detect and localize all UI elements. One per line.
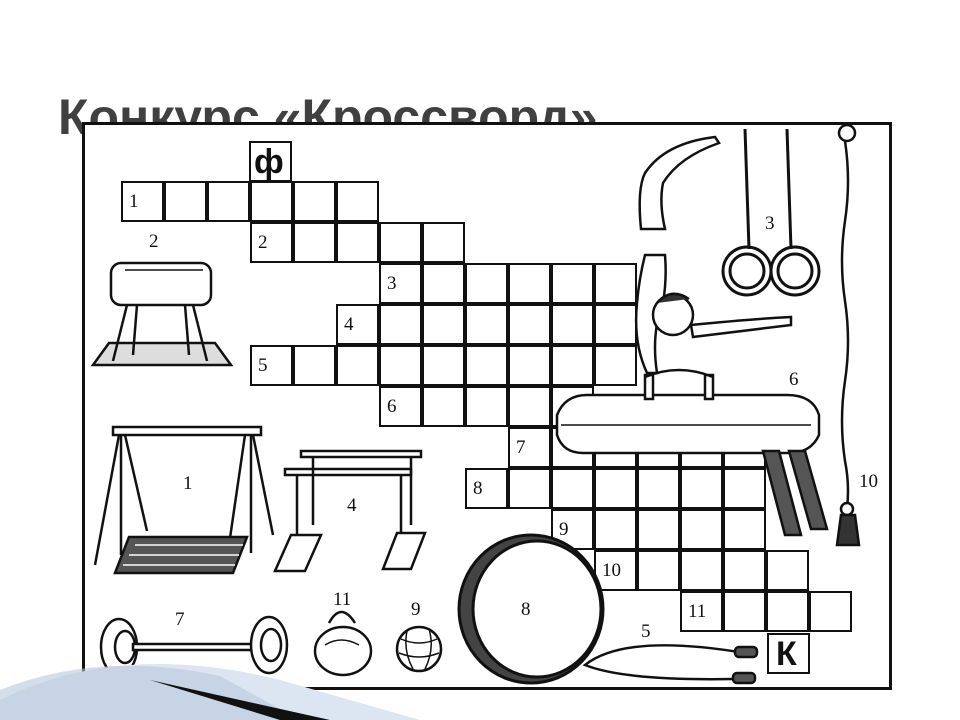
climbing-rope-icon [835,125,861,547]
label-jump-rope: 5 [641,621,651,642]
crossword-cell[interactable] [379,345,422,386]
crossword-cell[interactable]: 8 [465,468,508,509]
crossword-cell[interactable] [723,509,766,550]
start-letter-cell: ф [249,141,292,182]
crossword-cell[interactable]: 4 [336,304,379,345]
crossword-cell[interactable] [637,550,680,591]
barbell-icon [99,615,289,677]
crossword-cell[interactable] [594,509,637,550]
crossword-cell[interactable] [551,304,594,345]
crossword-cell[interactable] [723,550,766,591]
parallel-bars-icon [273,449,427,573]
row-number: 9 [559,519,569,540]
crossword-cell[interactable] [809,591,852,632]
row-number: 7 [516,437,526,458]
crossword-cell[interactable] [594,345,637,386]
crossword-cell[interactable] [723,591,766,632]
row-number: 11 [688,601,707,622]
crossword-cell[interactable] [465,345,508,386]
end-letter-cell: К [767,633,810,674]
crossword-cell[interactable] [465,263,508,304]
crossword-cell[interactable] [336,181,379,222]
crossword-cell[interactable]: 9 [551,509,594,550]
crossword-cell[interactable] [250,181,293,222]
crossword-cell[interactable] [508,304,551,345]
crossword-cell[interactable] [508,345,551,386]
crossword-cell[interactable] [551,468,594,509]
vaulting-horse-icon [90,261,234,367]
end-letter: К [776,635,797,673]
crossword-cell[interactable] [766,550,809,591]
crossword-cell[interactable] [207,181,250,222]
jump-rope-icon [582,644,759,685]
crossword-cell[interactable] [422,263,465,304]
hoop-icon [457,533,605,685]
row-number: 2 [258,232,268,253]
label-barbell: 7 [175,609,185,630]
swing-icon [93,425,275,575]
crossword-cell[interactable]: 6 [379,386,422,427]
crossword-cell[interactable]: 2 [250,222,293,263]
crossword-cell[interactable] [680,509,723,550]
crossword-cell[interactable] [508,468,551,509]
crossword-cell[interactable] [164,181,207,222]
label-ball: 9 [411,599,421,620]
crossword-cell[interactable]: 5 [250,345,293,386]
crossword-cell[interactable]: 10 [594,550,637,591]
kettlebell-icon [313,610,373,677]
crossword-cell[interactable] [465,304,508,345]
crossword-cell[interactable] [723,468,766,509]
slide-decoration [0,664,420,720]
row-number: 10 [602,560,621,581]
label-gymnastic-rings: 3 [765,213,775,234]
crossword-cell[interactable] [680,550,723,591]
crossword-cell[interactable]: 11 [680,591,723,632]
crossword-illustrations [90,125,861,685]
gymnastic-rings-icon [721,128,821,297]
crossword-cell[interactable] [379,222,422,263]
row-number: 5 [258,355,268,376]
crossword-cell[interactable] [422,386,465,427]
row-number: 3 [387,273,397,294]
crossword-cell[interactable] [637,509,680,550]
crossword-cell[interactable] [422,304,465,345]
crossword-cell[interactable] [379,304,422,345]
crossword-cell[interactable] [594,263,637,304]
crossword-cell[interactable] [465,386,508,427]
crossword-cell[interactable] [422,222,465,263]
pommel-horse-icon [555,368,829,537]
crossword-cell[interactable] [336,345,379,386]
crossword-cell[interactable] [637,468,680,509]
label-kettlebell: 11 [333,589,352,610]
row-number: 1 [129,191,139,212]
label-vaulting-horse: 2 [149,231,159,252]
row-number: 4 [344,314,354,335]
crossword-cell[interactable] [422,345,465,386]
label-parallel-bars: 4 [347,495,357,516]
crossword-cell[interactable] [766,591,809,632]
label-swing: 1 [183,473,193,494]
crossword-cell[interactable] [293,345,336,386]
gymnast-figure [634,135,793,375]
crossword-cell[interactable]: 1 [121,181,164,222]
crossword-cell[interactable]: 3 [379,263,422,304]
crossword-cell[interactable] [293,181,336,222]
crossword-cell[interactable] [594,468,637,509]
crossword-cell[interactable]: 7 [508,427,551,468]
crossword-cell[interactable] [508,263,551,304]
crossword-cell[interactable] [508,386,551,427]
label-hoop: 8 [521,599,531,620]
crossword-cell[interactable] [680,468,723,509]
start-letter: ф [254,143,284,181]
row-number: 8 [473,478,483,499]
crossword-cell[interactable] [551,345,594,386]
ball-icon [395,625,443,673]
label-pommel-horse: 6 [789,369,799,390]
crossword-cell[interactable] [551,263,594,304]
crossword-cell[interactable] [293,222,336,263]
crossword-cell[interactable] [336,222,379,263]
label-climbing-rope: 10 [859,471,878,492]
row-number: 6 [387,396,397,417]
